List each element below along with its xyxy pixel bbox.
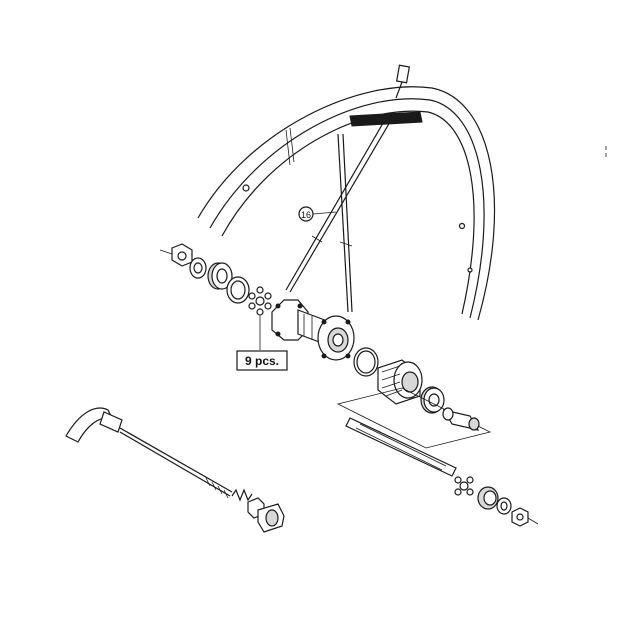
left-end-parts (159, 243, 250, 304)
quantity-label: 9 pcs. (236, 350, 288, 371)
valve (395, 64, 411, 99)
nipple-group (248, 286, 272, 350)
o-ring (353, 347, 379, 377)
spoke-callout-number: 16 (301, 210, 311, 220)
hub-body (271, 299, 355, 361)
freehub-body (377, 359, 423, 405)
sleeve (336, 387, 492, 449)
quantity-text: 9 pcs. (245, 354, 279, 368)
spokes (285, 117, 391, 313)
quick-release-skewer (65, 407, 285, 533)
right-bearing (420, 386, 445, 414)
right-end-parts (454, 476, 539, 527)
axle (345, 417, 457, 477)
spoke-callout: 16 (298, 206, 337, 222)
